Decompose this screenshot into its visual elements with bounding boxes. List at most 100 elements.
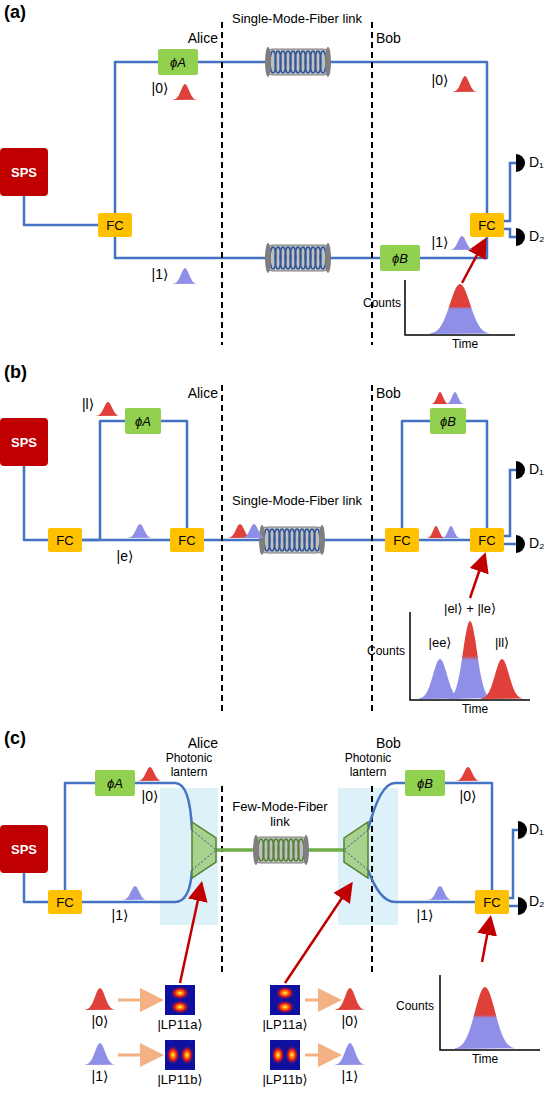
text-label: |0⟩ [342,1013,359,1029]
photon-pulse [453,76,477,92]
phase-box: ϕA [158,49,198,75]
spool-flange [259,525,265,555]
text-label: |1⟩ [417,907,434,923]
spool-body [256,837,306,863]
photon-pulse [242,524,266,538]
text-label: Alice [188,30,218,46]
phase-box: ϕB [430,408,466,434]
conversion-arrow [118,1000,336,1055]
text-label: |l⟩ [82,396,94,412]
source-box: SPS [0,148,48,196]
node-text: ϕB [440,414,456,429]
spool-flange [303,835,309,865]
text-label: |LP11a⟩ [157,1018,202,1033]
node-text: SPS [11,165,37,180]
photon-pulse [456,767,480,781]
node-text: ϕA [107,776,123,791]
fiber-spool [253,835,309,865]
text-label: Bob [376,385,401,401]
spool-body [262,527,322,553]
text-label: |LP11a⟩ [262,1018,307,1033]
node-text: FC [56,533,73,548]
text-label: Time [452,338,478,352]
text-label: Bob [376,735,401,751]
source-box: SPS [0,418,48,466]
coupler-box: FC [475,890,509,914]
coupler-box: FC [48,890,82,914]
photon-pulse [446,392,464,404]
text-label: Time [472,1053,498,1067]
text-label: |0⟩ [142,788,159,804]
fiber-connector [445,783,492,890]
phase-box: ϕA [125,408,161,434]
node-text: SPS [11,435,37,450]
photon-pulse [138,767,162,781]
text-label: D₂ [529,893,545,909]
text-label: Alice [188,385,218,401]
fiber-connector [198,62,487,213]
text-label: |0⟩ [460,788,477,804]
phase-box: ϕB [405,770,445,796]
node-text: FC [478,533,495,548]
coupler-box: FC [170,528,204,552]
text-label: Photonic lantern [154,752,224,780]
photon-pulse [173,84,197,100]
node-text: FC [178,533,195,548]
node-text: FC [393,533,410,548]
fiber-connector [82,539,170,542]
spool-flange [319,525,325,555]
spool-flange [265,47,271,77]
text-label: Single-Mode-Fiber link [227,494,367,509]
photon-pulse [85,988,115,1010]
photon-pulse [128,524,152,538]
text-label: Few-Mode-Fiber link [225,800,335,830]
spool-body [268,49,328,75]
text-label: |0⟩ [152,80,169,96]
photon-pulse [449,621,491,699]
text-label: |1⟩ [342,1068,359,1084]
node-text: FC [106,218,123,233]
fiber-connector [24,466,48,540]
photon-pulse [335,988,365,1010]
fiber-connector [24,196,98,225]
photon-pulse [455,987,515,1049]
node-text: ϕA [170,55,186,70]
text-label: |1⟩ [112,907,129,923]
node-text: FC [56,895,73,910]
text-label: |0⟩ [92,1013,109,1029]
lantern-region [338,788,398,925]
fiber-spool [265,243,331,273]
fiber-connector [161,421,187,528]
photon-pulse [173,268,197,284]
panel-label: (a) [4,2,26,23]
fiber-spool [259,525,325,555]
node-text: FC [478,218,495,233]
node-text: ϕA [135,414,151,429]
text-label: |LP11b⟩ [262,1073,307,1088]
text-label: Counts [363,297,401,311]
text-label: |1⟩ [92,1068,109,1084]
text-label: Counts [367,645,405,659]
fiber-connector [65,783,95,890]
coupler-box: FC [470,528,504,552]
text-label: |e⟩ [117,548,134,564]
source-box: SPS [0,825,48,873]
photon-pulse [481,659,523,699]
photon-pulse [85,1043,115,1065]
fiber-connector [466,421,487,528]
text-label: |ll⟩ [495,636,509,651]
text-label: |0⟩ [432,72,449,88]
photon-pulse [442,526,460,538]
photon-pulse [123,886,147,900]
fiber-connector [402,421,430,528]
text-label: D₁ [529,461,544,477]
text-label: D₂ [529,228,545,244]
node-text: SPS [11,842,37,857]
photon-pulse [450,236,474,250]
pointer-arrow [180,242,490,983]
text-label: |LP11b⟩ [157,1073,202,1088]
text-label: D₁ [529,154,544,170]
